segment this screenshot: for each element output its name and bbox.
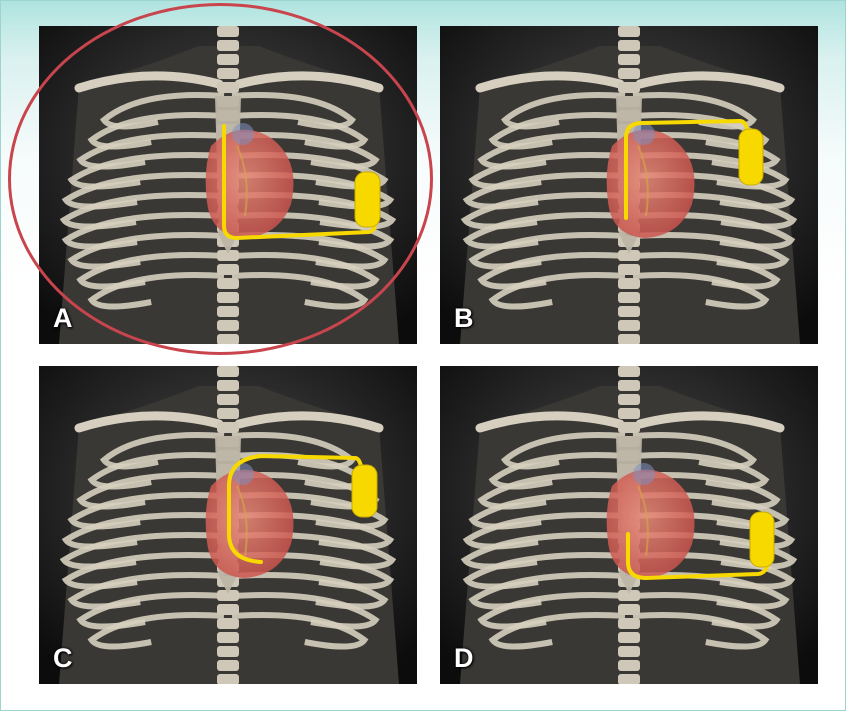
lead-wire <box>626 121 747 218</box>
implant-generator <box>739 129 763 185</box>
panel-c[interactable]: C <box>39 366 417 684</box>
panel-b[interactable]: B <box>440 26 818 344</box>
panel-label: D <box>454 643 474 674</box>
implant-generator <box>355 172 380 227</box>
panel-label: B <box>454 303 474 334</box>
panel-label: A <box>53 303 73 334</box>
implant-generator <box>352 465 377 517</box>
device-lead-diagram <box>440 366 818 684</box>
lead-wire <box>224 126 375 238</box>
device-lead-diagram <box>39 366 417 684</box>
panel-label: C <box>53 643 73 674</box>
device-lead-diagram <box>440 26 818 344</box>
lead-wire <box>628 534 768 578</box>
device-lead-diagram <box>39 26 417 344</box>
implant-generator <box>750 512 774 567</box>
panel-a[interactable]: A <box>39 26 417 344</box>
panel-d[interactable]: D <box>440 366 818 684</box>
lead-wire <box>229 456 361 562</box>
